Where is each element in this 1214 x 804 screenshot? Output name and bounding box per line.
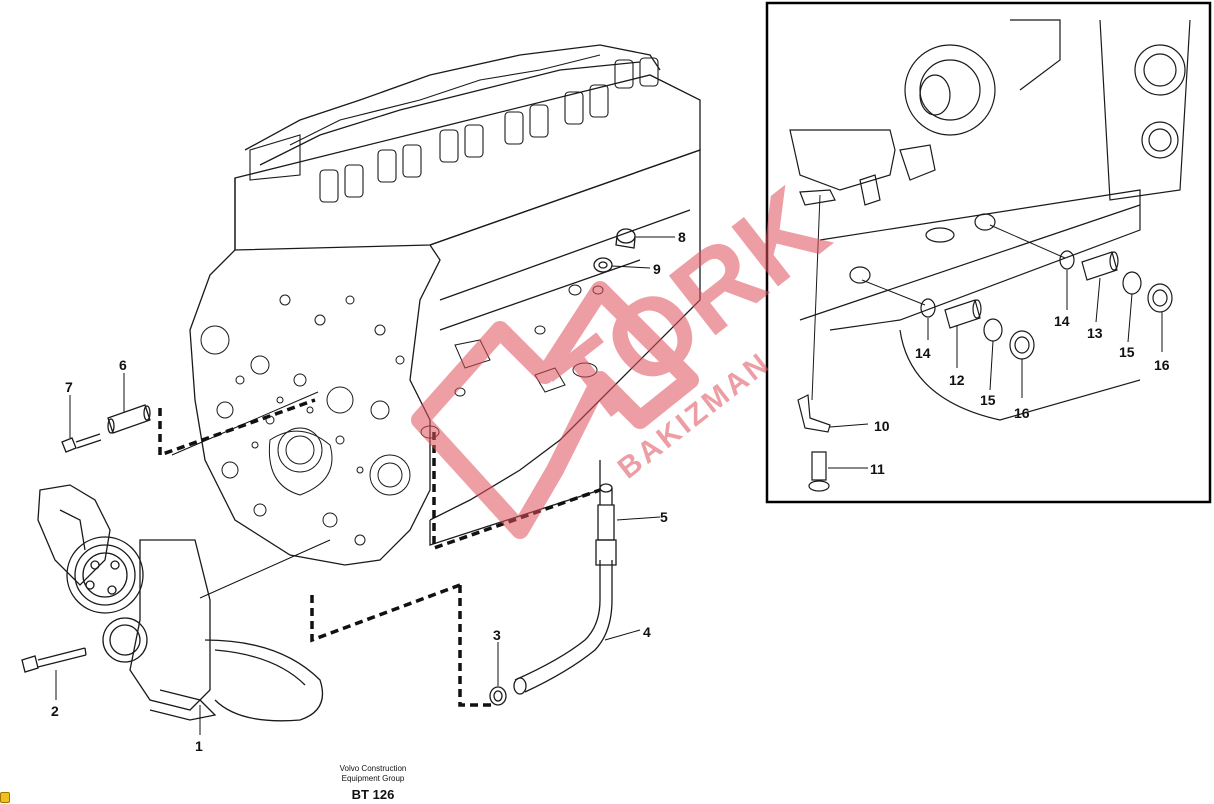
bolt-part-2 bbox=[21, 647, 87, 673]
callout-13: 13 bbox=[1087, 325, 1103, 341]
callout-4: 4 bbox=[643, 624, 651, 640]
callout-11: 11 bbox=[870, 461, 885, 477]
oil-pump bbox=[37, 484, 324, 722]
callout-15-lower: 15 bbox=[980, 392, 996, 408]
callout-14-upper: 14 bbox=[1054, 313, 1070, 329]
inset-callout-leaders bbox=[828, 270, 1163, 469]
bolt-part-7 bbox=[61, 433, 102, 453]
detail-inset: 10 11 12 13 14 14 15 15 16 16 bbox=[765, 1, 1212, 504]
callout-7: 7 bbox=[65, 379, 73, 395]
callout-16-upper: 16 bbox=[1154, 357, 1170, 373]
info-icon[interactable] bbox=[0, 792, 10, 803]
washer-part-9 bbox=[593, 257, 613, 273]
sleeve-part-6 bbox=[107, 404, 151, 434]
callout-8: 8 bbox=[678, 229, 686, 245]
callout-5: 5 bbox=[660, 509, 668, 525]
callout-3: 3 bbox=[493, 627, 501, 643]
callout-2: 2 bbox=[51, 703, 59, 719]
plug-part-8 bbox=[615, 228, 636, 249]
inset-drawing bbox=[789, 19, 1191, 492]
callout-10: 10 bbox=[874, 418, 890, 434]
callout-15-upper: 15 bbox=[1119, 344, 1135, 360]
callout-1: 1 bbox=[195, 738, 203, 754]
inset-frame bbox=[765, 1, 1212, 504]
company-line-2: Equipment Group bbox=[341, 774, 405, 783]
callout-14-lower: 14 bbox=[915, 345, 931, 361]
oil-pipe bbox=[489, 483, 617, 706]
callout-leaders bbox=[55, 236, 675, 735]
callout-9: 9 bbox=[653, 261, 661, 277]
drawing-code: BT 126 bbox=[351, 787, 395, 802]
main-callouts: 1 2 3 4 5 6 7 8 9 bbox=[51, 229, 686, 754]
thin-leaders bbox=[171, 391, 331, 599]
inset-callouts: 10 11 12 13 14 14 15 15 16 16 bbox=[870, 313, 1170, 477]
dashed-leaders bbox=[158, 398, 601, 707]
callout-12: 12 bbox=[949, 372, 965, 388]
callout-6: 6 bbox=[119, 357, 127, 373]
company-line-1: Volvo Construction bbox=[339, 764, 407, 773]
callout-16-lower: 16 bbox=[1014, 405, 1030, 421]
watermark-logo-mark bbox=[411, 281, 699, 539]
footer: Volvo Construction Equipment Group BT 12… bbox=[318, 764, 428, 802]
